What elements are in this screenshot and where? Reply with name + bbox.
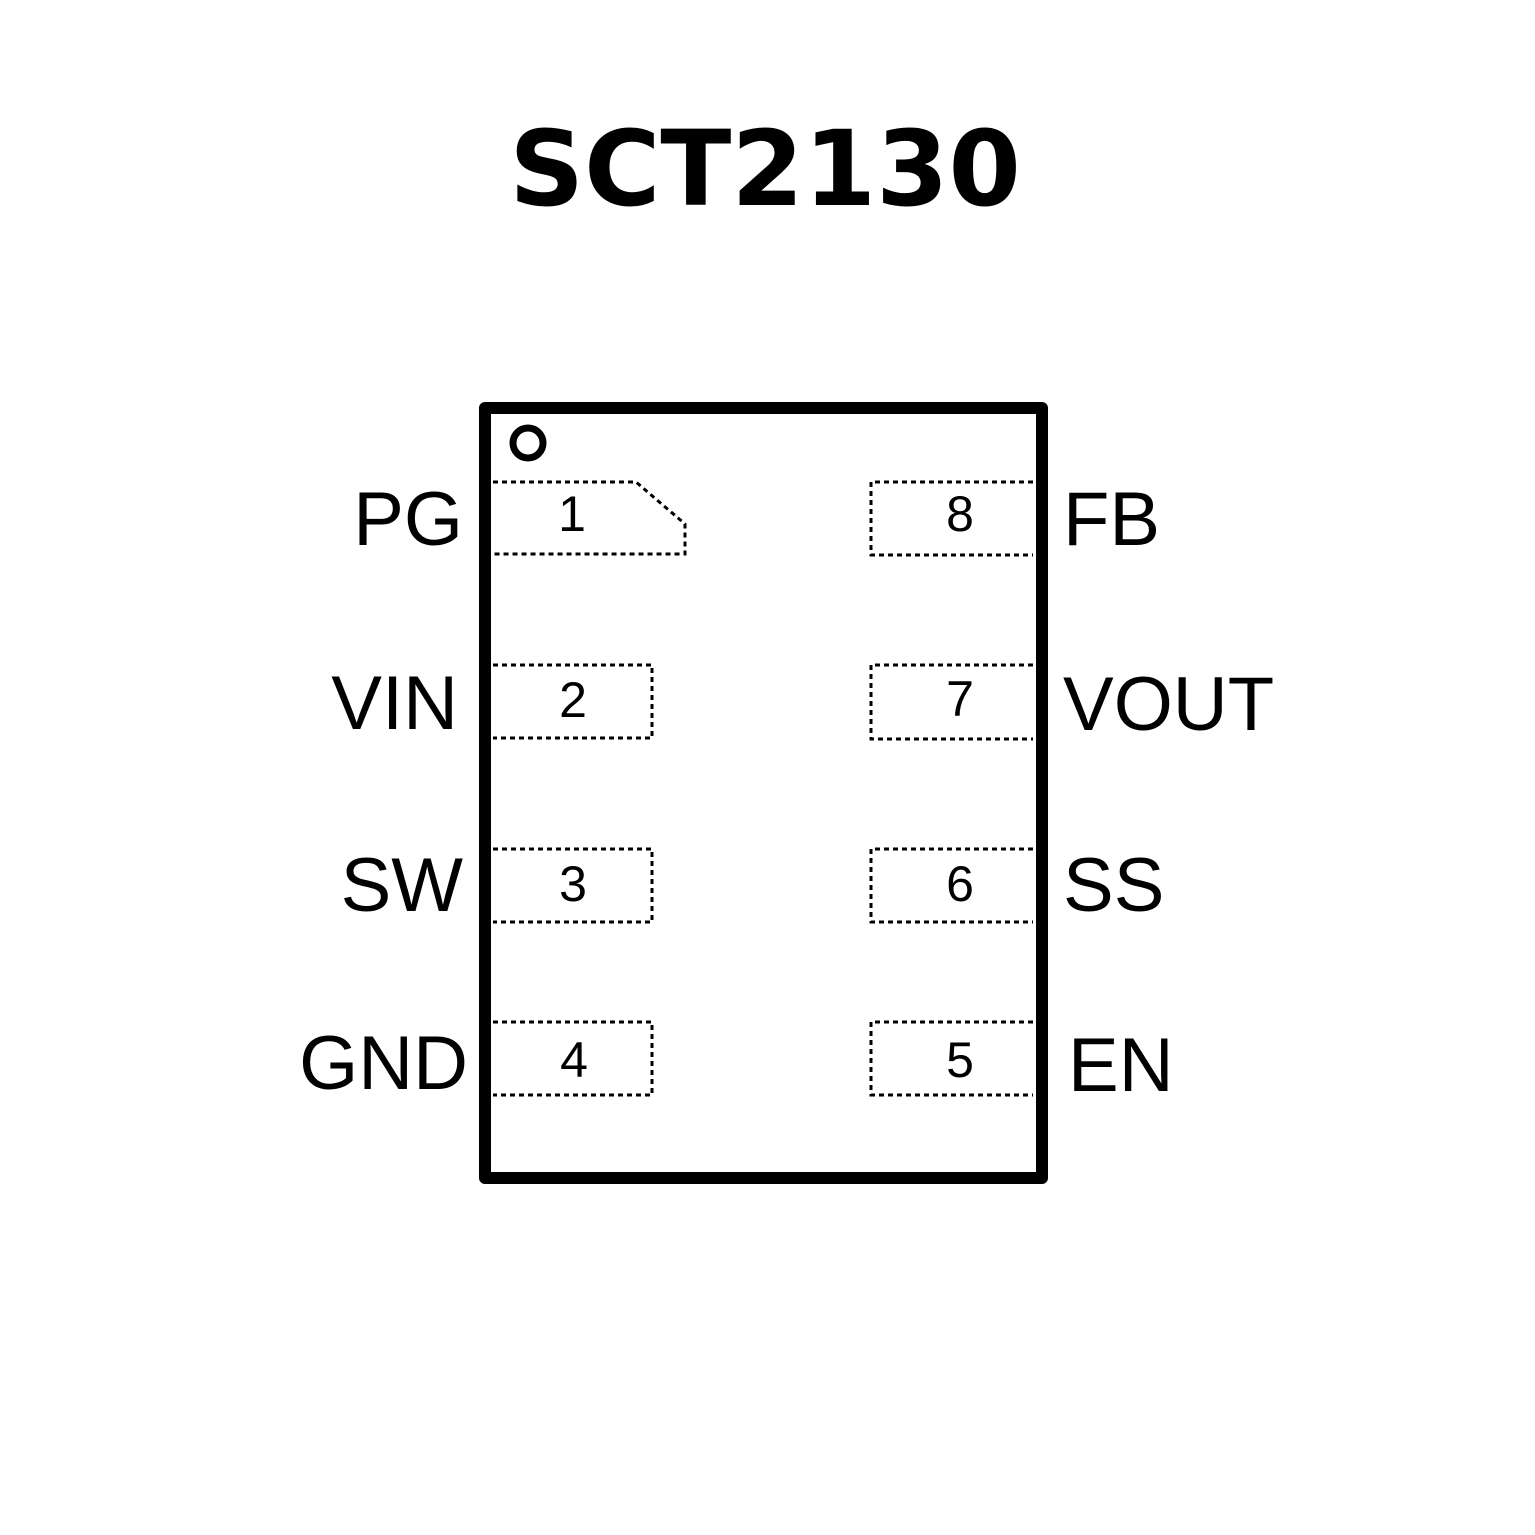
pad-1 <box>493 480 687 556</box>
package-outline <box>479 402 1048 1184</box>
pad-8 <box>869 480 1033 557</box>
pin-number: 3 <box>559 856 587 912</box>
pin-number: 4 <box>560 1032 588 1088</box>
pin-label: VIN <box>331 661 458 746</box>
pin-number: 6 <box>946 856 974 912</box>
pin-label: GND <box>299 1021 468 1106</box>
pin-label: VOUT <box>1063 662 1274 747</box>
pin-number: 8 <box>946 486 974 542</box>
pin-label: EN <box>1068 1023 1174 1108</box>
pin1-marker-icon <box>509 424 547 462</box>
pad-5 <box>869 1020 1033 1097</box>
pin-number: 7 <box>946 671 974 727</box>
pin-label: PG <box>353 477 463 562</box>
pin-label: SW <box>341 843 464 928</box>
pin-label: FB <box>1063 477 1160 562</box>
pin-number: 5 <box>946 1032 974 1088</box>
pin-number: 1 <box>558 486 586 542</box>
pad-6 <box>869 847 1033 924</box>
pad-7 <box>869 663 1033 741</box>
pin-number: 2 <box>559 672 587 728</box>
chip-title: SCT2130 <box>509 108 1021 230</box>
pin-label: SS <box>1063 843 1164 928</box>
